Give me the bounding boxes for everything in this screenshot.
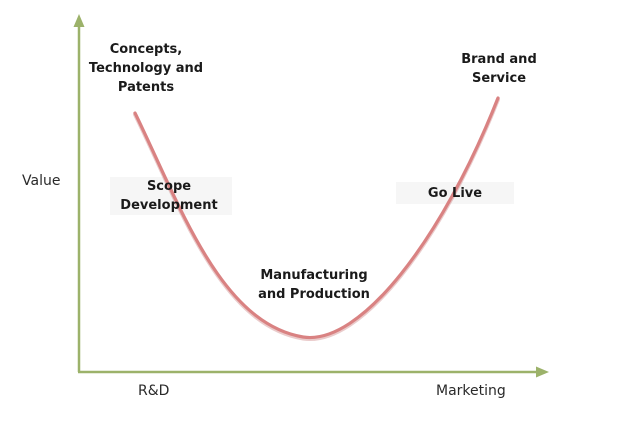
go-live-label: Go Live (396, 184, 514, 203)
x-axis-left-label: R&D (138, 383, 170, 399)
x-axis-right-label: Marketing (436, 383, 506, 399)
scope-development-label: Scope Development (110, 177, 228, 215)
manufacturing-production-label: Manufacturing and Production (252, 266, 376, 304)
go-live-line-1: Go Live (427, 186, 483, 201)
concepts-line-2: Technology and (88, 61, 204, 76)
y-axis-label: Value (22, 173, 61, 189)
scope-line-2: Development (120, 198, 218, 213)
scope-line-1: Scope (146, 179, 192, 194)
brand-service-label: Brand and Service (452, 50, 546, 88)
concepts-line-1: Concepts, (109, 42, 183, 57)
concepts-technology-patents-label: Concepts, Technology and Patents (88, 40, 204, 97)
y-axis-arrowhead (73, 14, 85, 27)
brand-line-1: Brand and (461, 52, 537, 67)
brand-line-2: Service (471, 71, 527, 86)
smile-curve (133, 96, 500, 340)
manufacturing-line-2: and Production (258, 287, 370, 302)
manufacturing-line-1: Manufacturing (260, 268, 368, 283)
concepts-line-3: Patents (117, 80, 175, 95)
scope-label-backdrop (110, 177, 232, 215)
x-axis-arrowhead (536, 366, 549, 378)
